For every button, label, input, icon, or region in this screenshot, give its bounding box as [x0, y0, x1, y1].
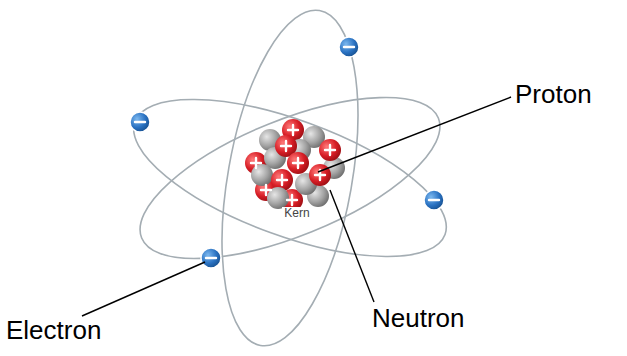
leader-lines: [82, 97, 511, 316]
part-label: Neutron: [372, 304, 465, 334]
minus-signs: [135, 47, 439, 258]
leader-line: [330, 190, 374, 302]
leader-line: [82, 262, 205, 316]
orbit: [199, 0, 380, 356]
leader-line: [318, 97, 511, 172]
part-label: Electron: [6, 316, 101, 346]
electrons: [130, 37, 444, 268]
nucleus-label: Kern: [282, 207, 311, 221]
plus-signs: [251, 125, 335, 205]
orbit: [120, 64, 460, 291]
nucleus: [245, 119, 345, 211]
orbits: [115, 0, 465, 356]
part-label: Proton: [515, 80, 592, 110]
